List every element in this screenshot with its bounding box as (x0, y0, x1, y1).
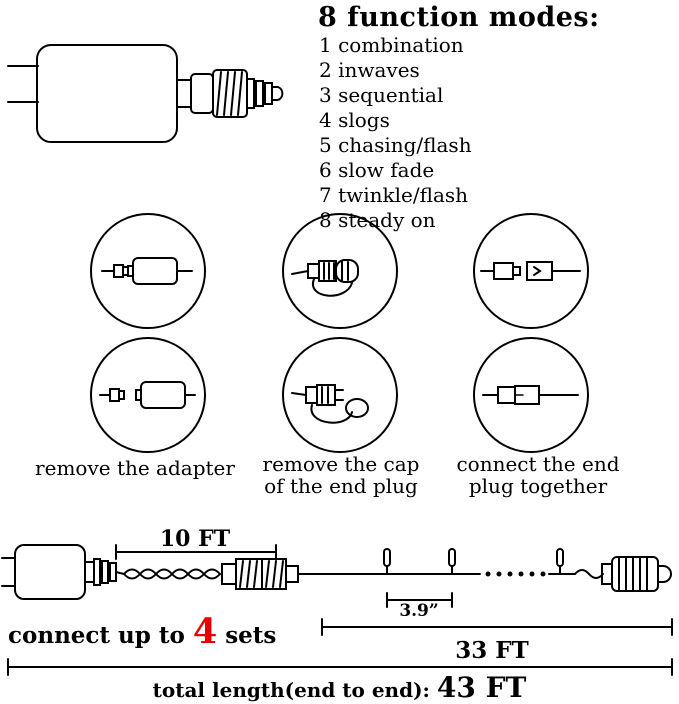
light-string-icon (1, 544, 672, 600)
caption-line: of the end plug (264, 474, 418, 498)
caption-line: remove the cap (262, 452, 420, 476)
bulb-spacing-label: 3.9” (399, 601, 439, 621)
caption-line: connect the end (456, 452, 620, 476)
end-plugs-apart-icon (480, 261, 581, 281)
mode-item: 1 combination (319, 33, 464, 57)
mode-list: 1 combination 2 inwaves 3 sequential 4 s… (319, 33, 472, 233)
adapter-removed-icon (99, 381, 196, 409)
total-length-note: total length(end to end): 43 FT (0, 671, 679, 704)
connect-count: 4 (192, 611, 218, 652)
segment-length-label: 10 FT (159, 526, 231, 552)
measurement-lines (7, 544, 673, 676)
mode-item: 5 chasing/flash (319, 133, 472, 157)
plug-with-adapter-icon (101, 257, 193, 285)
step-caption-remove-adapter: remove the adapter (25, 457, 245, 479)
total-label: total length(end to end): (152, 678, 430, 702)
end-plugs-connected-icon (482, 385, 579, 405)
page-title: 8 function modes: (318, 2, 600, 33)
mode-item: 6 slow fade (319, 158, 435, 182)
mode-item: 4 slogs (319, 108, 390, 132)
mode-item: 7 twinkle/flash (319, 183, 469, 207)
caption-line: plug together (468, 474, 608, 498)
caption-line: remove the adapter (35, 456, 235, 480)
string-length-label: 33 FT (455, 637, 529, 664)
mode-item: 3 sequential (319, 83, 444, 107)
connect-suffix: sets (217, 622, 277, 649)
mode-item: 2 inwaves (319, 58, 420, 82)
power-adapter-icon (7, 44, 284, 143)
connect-sets-note: connect up to 4 sets (8, 611, 276, 652)
total-value: 43 FT (436, 671, 527, 704)
step-circles (90, 213, 589, 453)
step-caption-remove-cap: remove the cap of the end plug (251, 453, 431, 497)
end-plug-with-cap-icon (291, 259, 359, 297)
connect-prefix: connect up to (8, 622, 193, 649)
string-continuation-dots (485, 571, 546, 577)
step-caption-connect-plugs: connect the end plug together (448, 453, 628, 497)
mode-item: 8 steady on (319, 208, 436, 232)
cap-removed-icon (291, 384, 369, 424)
